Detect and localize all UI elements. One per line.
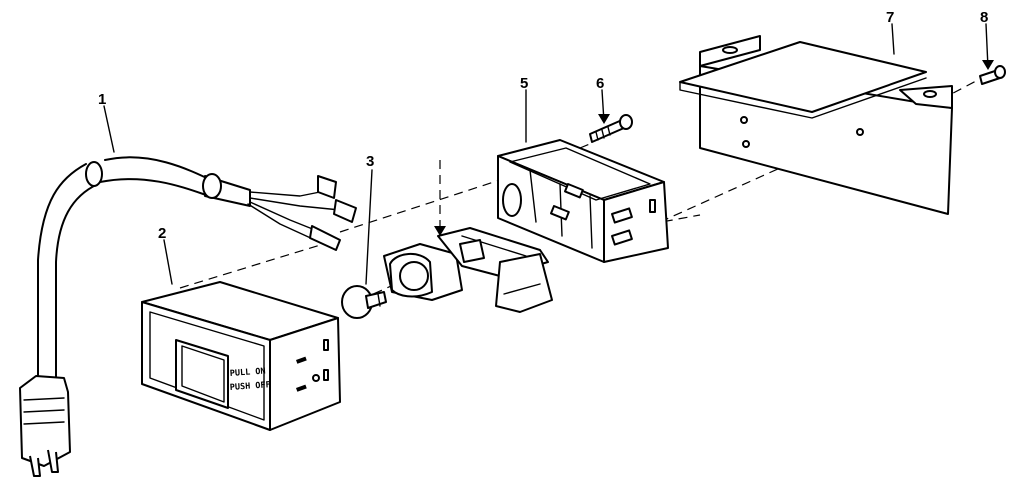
screw-8 bbox=[979, 65, 1006, 85]
screw-6 bbox=[589, 114, 633, 143]
callout-6: 6 bbox=[596, 75, 604, 92]
switch-box bbox=[497, 139, 669, 263]
power-cord bbox=[19, 156, 357, 477]
callout-2: 2 bbox=[158, 225, 166, 242]
callout-3: 3 bbox=[366, 153, 374, 170]
callout-1: 1 bbox=[98, 91, 106, 108]
callout-labels: 1 2 3 5 6 7 8 bbox=[98, 9, 988, 242]
switch-label-push-off: PUSH OFF bbox=[230, 380, 272, 393]
callout-7: 7 bbox=[886, 9, 894, 26]
outlet-switch-housing: PULL ON PUSH OFF bbox=[141, 281, 341, 431]
switch-label-pull-on: PULL ON bbox=[230, 367, 266, 379]
switch-mechanism bbox=[383, 227, 553, 313]
callout-8: 8 bbox=[980, 9, 988, 26]
mounting-bracket bbox=[679, 35, 953, 215]
switch-knob bbox=[341, 285, 387, 319]
callout-leaders bbox=[103, 23, 994, 285]
callout-5: 5 bbox=[520, 75, 528, 92]
